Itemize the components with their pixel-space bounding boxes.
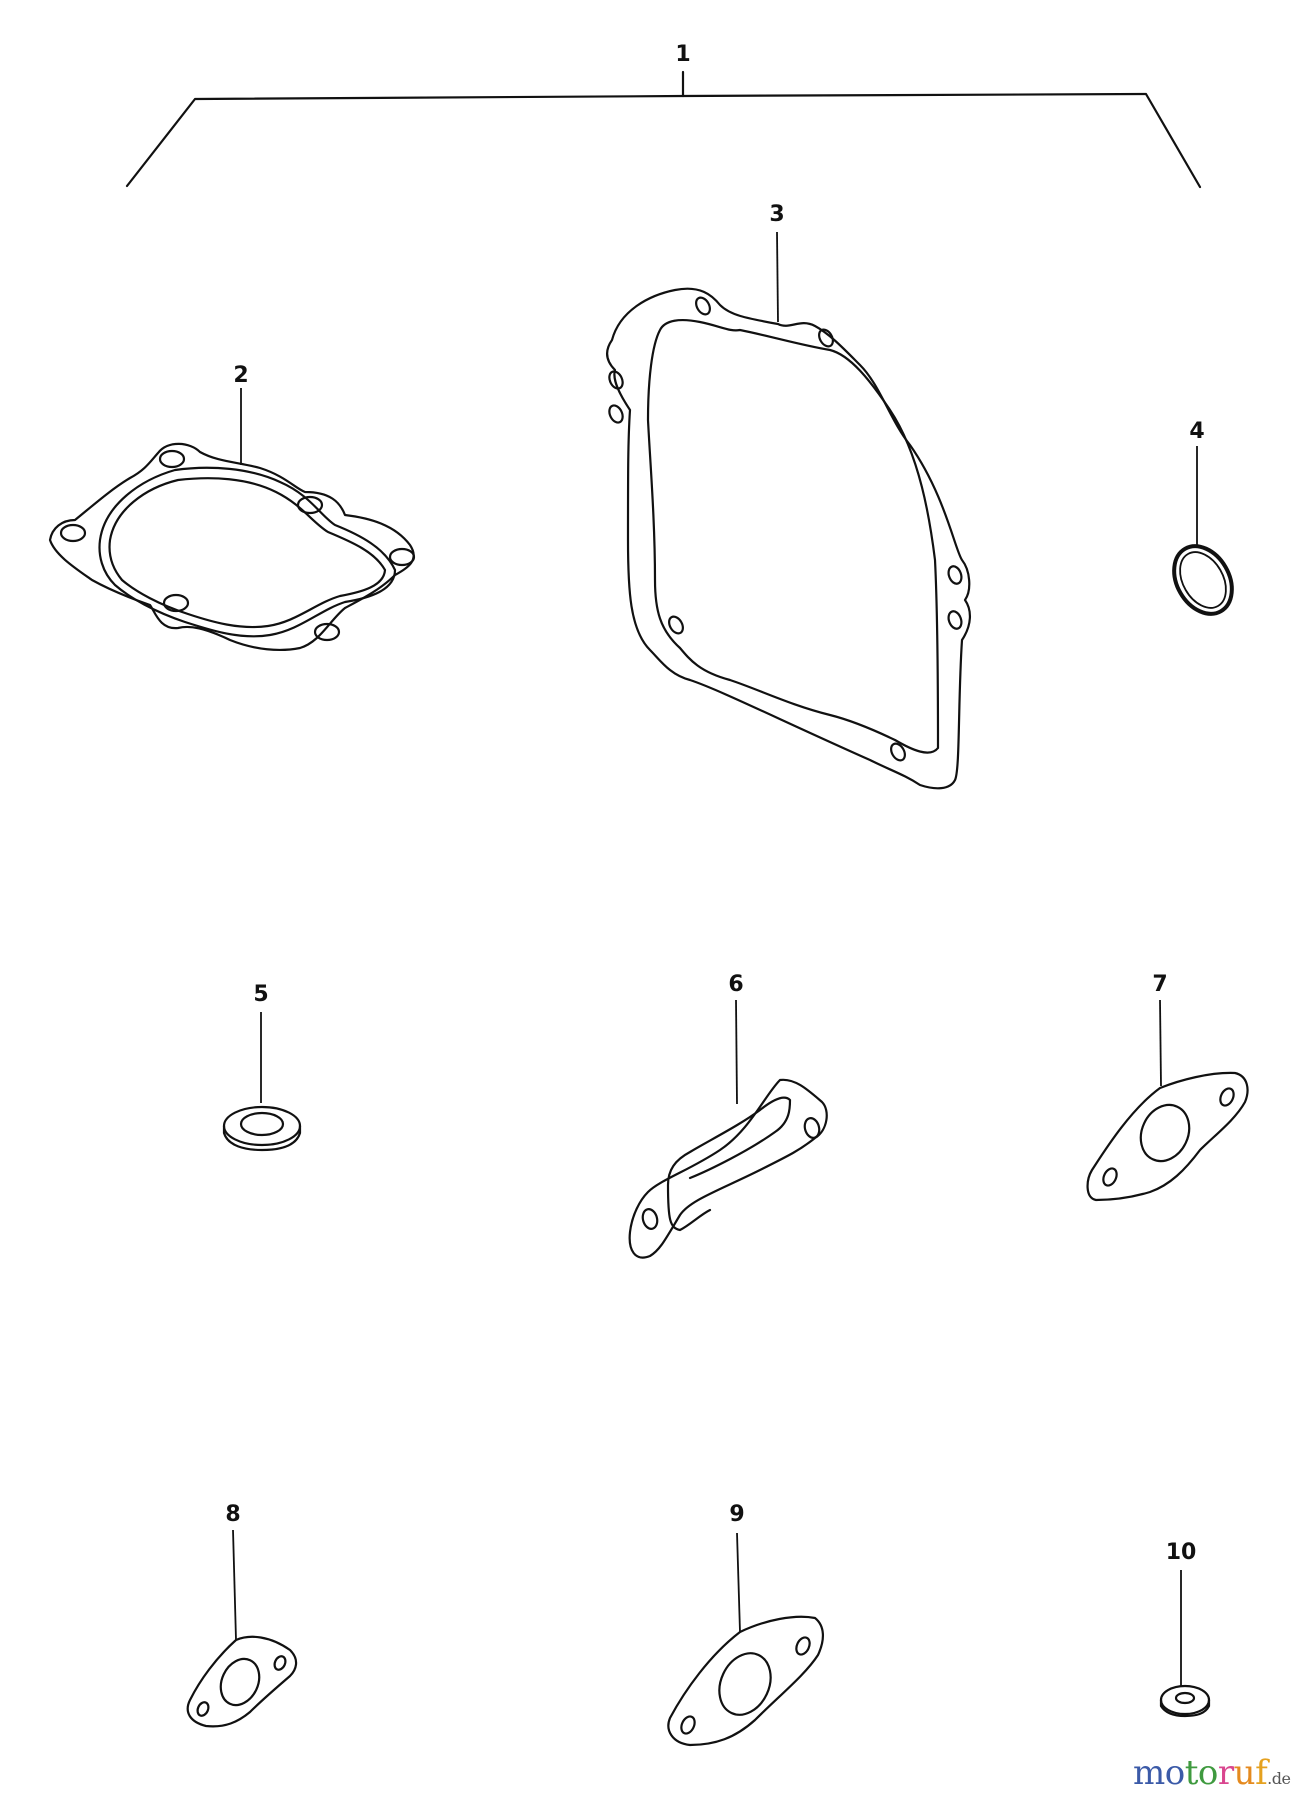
callout-label-8[interactable]: 8 xyxy=(225,1502,241,1527)
callout-label-2[interactable]: 2 xyxy=(233,363,249,388)
watermark-letter: u xyxy=(1233,1753,1256,1793)
callout-label-3[interactable]: 3 xyxy=(769,202,785,227)
watermark-letter: o xyxy=(1164,1753,1185,1793)
part-10-small-washer[interactable] xyxy=(1159,1570,1211,1718)
callout-label-10[interactable]: 10 xyxy=(1165,1540,1197,1565)
watermark-suffix: .de xyxy=(1267,1769,1291,1788)
callout-label-7[interactable]: 7 xyxy=(1152,972,1168,997)
part-9-flange-gasket[interactable] xyxy=(667,1532,824,1747)
part-5-washer[interactable] xyxy=(222,1012,302,1152)
callout-label-6[interactable]: 6 xyxy=(728,972,744,997)
callout-label-1[interactable]: 1 xyxy=(675,42,691,67)
watermark-letter: r xyxy=(1217,1753,1234,1793)
watermark-letter: t xyxy=(1184,1753,1199,1793)
watermark-letter: f xyxy=(1255,1753,1268,1793)
part-1-bracket xyxy=(125,70,1202,189)
callout-label-9[interactable]: 9 xyxy=(729,1502,745,1527)
callout-label-4[interactable]: 4 xyxy=(1189,419,1205,444)
callout-label-5[interactable]: 5 xyxy=(253,982,269,1007)
part-3-crankcase-cover-gasket[interactable] xyxy=(606,231,971,790)
watermark-letter: o xyxy=(1197,1753,1218,1793)
watermark-letter: m xyxy=(1133,1753,1165,1793)
part-7-two-bolt-flange-gasket[interactable] xyxy=(1086,999,1249,1202)
watermark-logo: motoruf.de xyxy=(1133,1753,1291,1793)
part-2-cylinder-head-gasket[interactable] xyxy=(48,388,416,652)
part-4-o-ring[interactable] xyxy=(1162,446,1243,624)
part-8-small-flange-gasket[interactable] xyxy=(186,1529,298,1728)
part-6-rectangular-flange-gasket[interactable] xyxy=(628,999,828,1259)
